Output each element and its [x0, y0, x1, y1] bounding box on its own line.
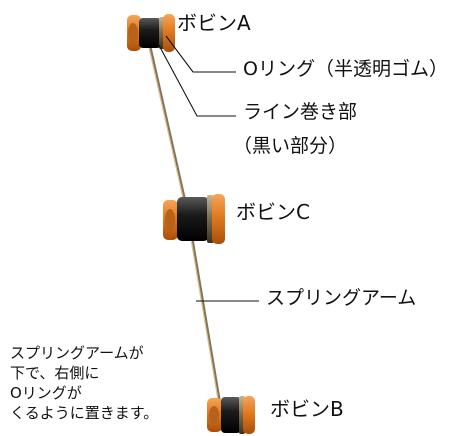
- bobbin-b: [207, 396, 255, 434]
- line-winding-sublabel: （黒い部分）: [233, 135, 348, 157]
- o-ring-label: Oリング（半透明ゴム）: [243, 58, 448, 80]
- bobbin-a-label: ボビンA: [177, 11, 251, 35]
- bobbin-c-hub: [165, 209, 175, 231]
- bobbin-c-label: ボビンC: [236, 200, 310, 224]
- o-ring-leader-line: [165, 35, 236, 73]
- bobbin-a-hub: [128, 23, 138, 43]
- line-winding-leader-line: [153, 35, 236, 117]
- bobbin-b-label: ボビンB: [270, 397, 344, 421]
- placement-note-line-1: スプリングアームが: [10, 344, 144, 362]
- bobbin-a-winding: [139, 18, 161, 48]
- spring-arm-label: スプリングアーム: [266, 287, 417, 309]
- bobbin-c: [163, 194, 225, 244]
- placement-note-line-2: 下で、右側に: [10, 364, 100, 382]
- line-winding-label: ライン巻き部: [243, 101, 358, 123]
- bobbin-c-winding: [177, 197, 209, 241]
- bobbin-b-hub: [209, 406, 219, 424]
- placement-note-line-4: くるように置きます。: [10, 404, 159, 422]
- bobbin-b-winding: [221, 397, 241, 433]
- placement-note-line-3: Oリングが: [10, 384, 82, 402]
- bobbin-c-flange-right: [212, 194, 225, 244]
- bobbin-b-flange-right: [243, 396, 255, 434]
- bobbin-a-flange-right: [163, 14, 175, 52]
- bobbin-a: [127, 14, 175, 52]
